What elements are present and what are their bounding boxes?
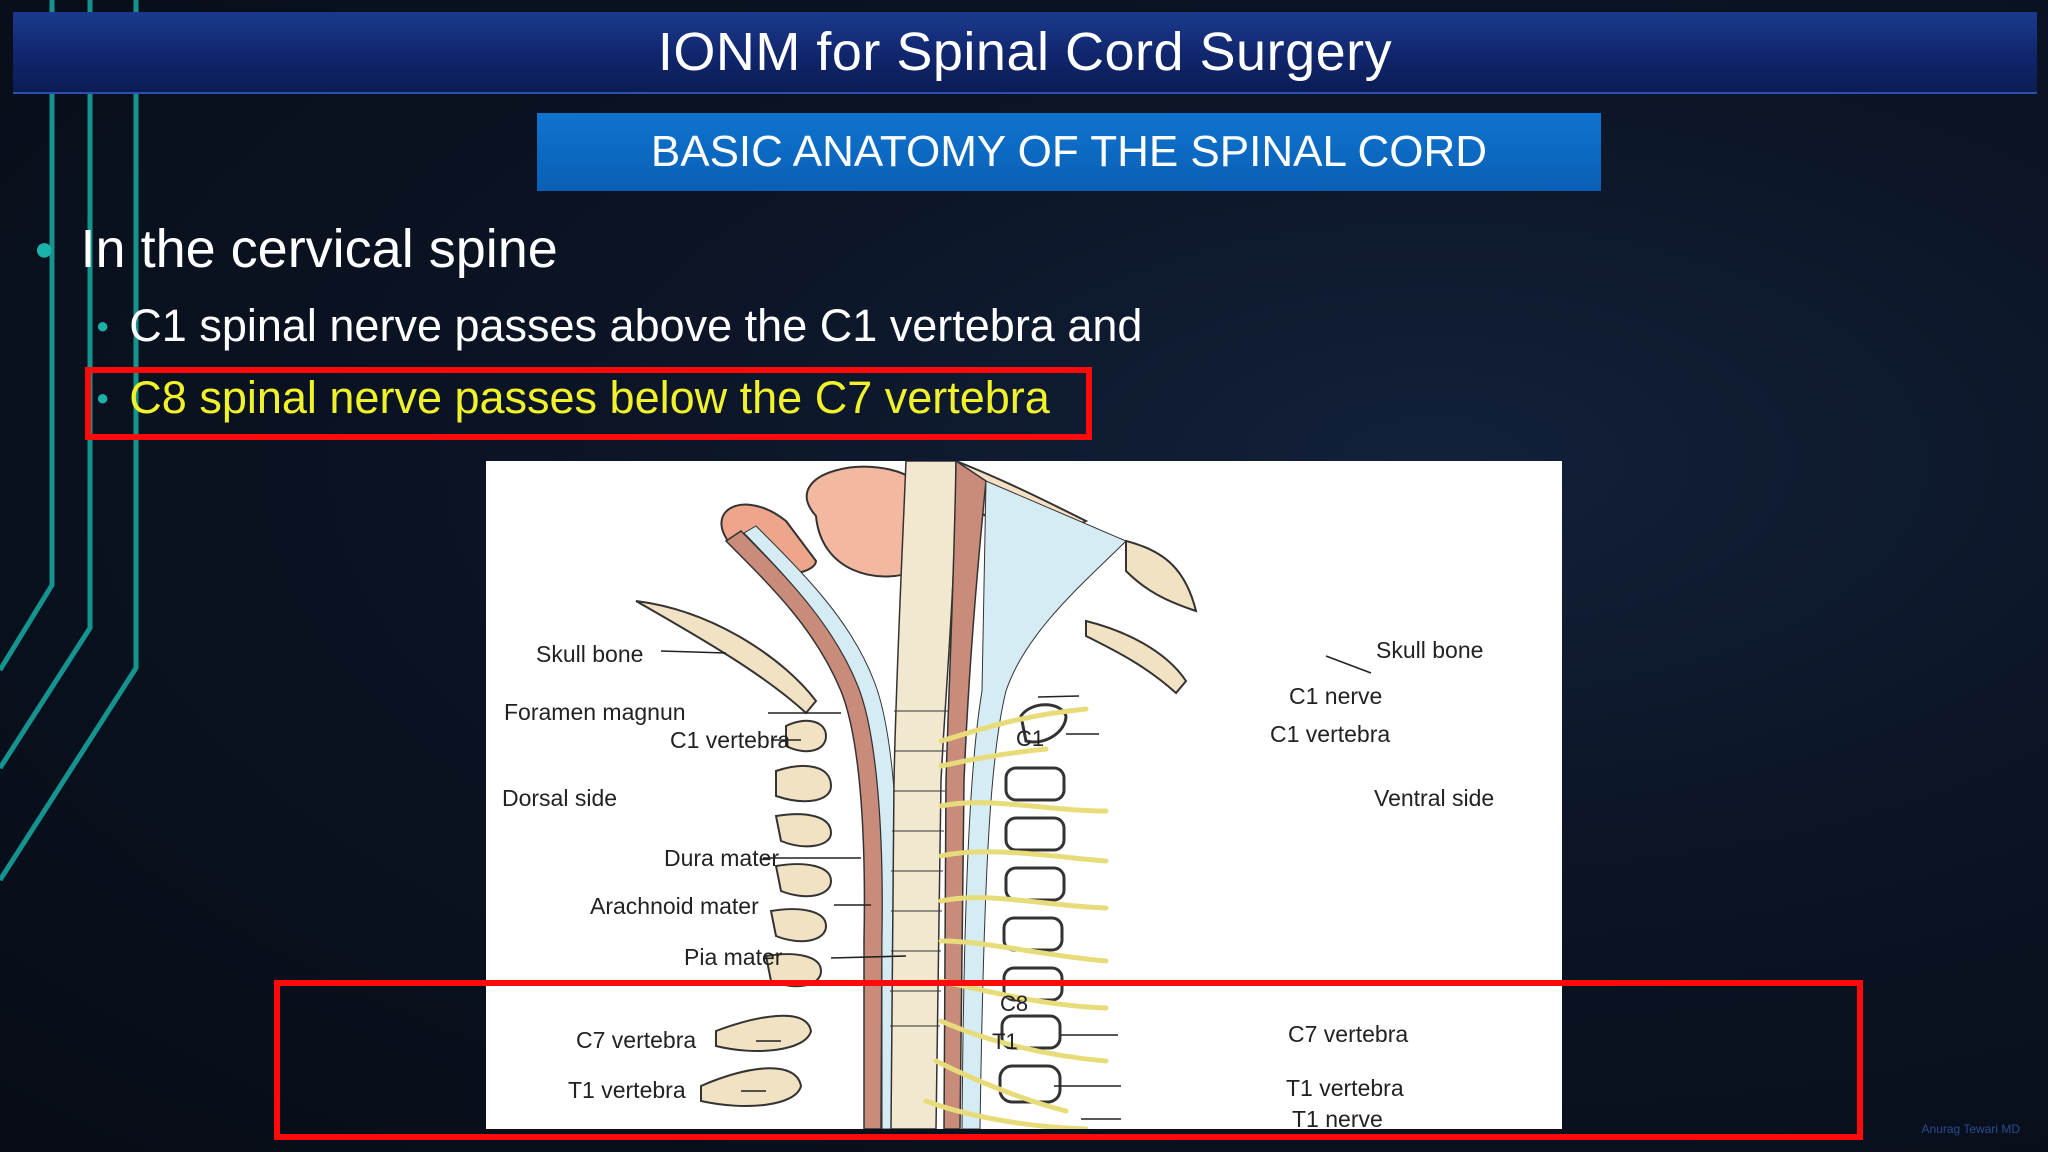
- decorative-lines: [0, 0, 139, 882]
- label-c1-vertebra-right: C1 vertebra: [1270, 721, 1391, 747]
- label-c1-nerve: C1 nerve: [1289, 683, 1383, 709]
- bullet-dot-icon: ●: [34, 229, 55, 268]
- spinal-cord-anatomy-figure: C1 C8 T1 Skull bone Foramen magnun C1 ve…: [486, 461, 1562, 1129]
- highlight-box-figure-bottom: [274, 980, 1863, 1140]
- segment-label-t1: T1: [992, 1029, 1018, 1054]
- label-foramen-magnun: Foramen magnun: [504, 699, 686, 725]
- segment-label-c1: C1: [1016, 726, 1045, 751]
- title-bar: IONM for Spinal Cord Surgery: [13, 12, 2037, 94]
- label-arachnoid-mater: Arachnoid mater: [590, 893, 759, 919]
- highlight-box-bullet: [85, 367, 1092, 440]
- bullet-level1: ● In the cervical spine: [34, 218, 558, 280]
- watermark: Anurag Tewari MD: [1921, 1122, 2020, 1136]
- label-c7-vertebra-left: C7 vertebra: [576, 1027, 697, 1053]
- slide-subtitle: BASIC ANATOMY OF THE SPINAL CORD: [650, 127, 1488, 176]
- label-pia-mater: Pia mater: [684, 944, 783, 970]
- bullet-text: In the cervical spine: [80, 219, 558, 279]
- bullet-dot-icon: ●: [96, 313, 110, 338]
- label-skull-bone-right: Skull bone: [1376, 637, 1484, 663]
- bullet-dot-icon: ●: [96, 385, 110, 410]
- subtitle-banner: BASIC ANATOMY OF THE SPINAL CORD: [537, 113, 1601, 191]
- label-t1-nerve: T1 nerve: [1292, 1106, 1383, 1129]
- segment-label-c8: C8: [1000, 991, 1029, 1016]
- bullet-level2-a: ● C1 spinal nerve passes above the C1 ve…: [96, 300, 1142, 352]
- label-c7-vertebra-right: C7 vertebra: [1288, 1021, 1409, 1047]
- bullet-level2-b-highlighted: ● C8 spinal nerve passes below the C7 ve…: [96, 372, 1050, 424]
- slide-title: IONM for Spinal Cord Surgery: [657, 22, 1393, 82]
- label-t1-vertebra-left: T1 vertebra: [568, 1077, 686, 1103]
- label-skull-bone-left: Skull bone: [536, 641, 644, 667]
- spine-illustration: [635, 461, 1372, 1129]
- label-dura-mater: Dura mater: [664, 845, 780, 871]
- label-ventral-side: Ventral side: [1374, 785, 1495, 811]
- label-t1-vertebra-right: T1 vertebra: [1286, 1075, 1404, 1101]
- bullet-text: C1 spinal nerve passes above the C1 vert…: [129, 300, 1143, 351]
- label-dorsal-side: Dorsal side: [502, 785, 618, 811]
- label-c1-vertebra-left: C1 vertebra: [670, 727, 791, 753]
- bullet-text: C8 spinal nerve passes below the C7 vert…: [129, 372, 1050, 423]
